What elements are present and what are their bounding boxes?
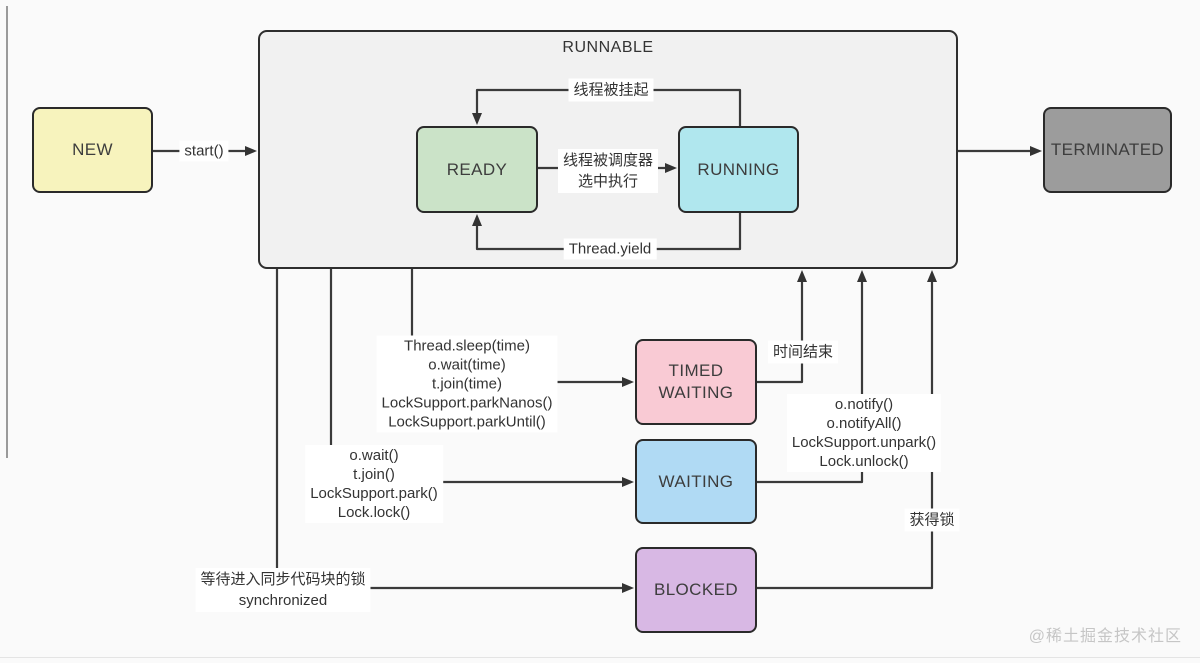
label-waiting-wakeup-methods: o.notify() o.notifyAll() LockSupport.unp…: [786, 394, 942, 472]
label-to-timed-waiting-methods: Thread.sleep(time) o.wait(time) t.join(t…: [376, 335, 558, 433]
label-line: LockSupport.parkUntil(): [388, 413, 546, 431]
state-new: NEW: [32, 107, 153, 193]
label-thread-suspended: 线程被挂起: [568, 78, 654, 102]
state-waiting-label: WAITING: [658, 471, 734, 491]
label-line: synchronized: [238, 592, 328, 609]
label-line: Thread.sleep(time): [404, 337, 530, 355]
state-waiting: WAITING: [635, 439, 757, 524]
label-line: LockSupport.parkNanos(): [381, 394, 553, 412]
label-line: t.join(time): [431, 375, 503, 393]
state-ready-label: READY: [446, 159, 508, 179]
label-line: Lock.lock(): [337, 504, 411, 521]
label-line: 等待进入同步代码块的锁: [200, 571, 366, 588]
label-line: t.join(): [353, 466, 395, 483]
runnable-container-title: RUNNABLE: [562, 39, 654, 56]
label-line: LockSupport.unpark(): [791, 434, 937, 451]
label-line: o.notify(): [834, 396, 894, 413]
label-line: LockSupport.park(): [310, 485, 438, 502]
state-blocked: BLOCKED: [635, 547, 757, 633]
state-blocked-label: BLOCKED: [653, 580, 739, 599]
state-terminated: TERMINATED: [1043, 107, 1172, 193]
label-line: o.notifyAll(): [826, 415, 902, 432]
arrow-timed-waiting-to-runnable: [757, 270, 807, 384]
page-left-border: [6, 6, 8, 458]
arrow-blocked-to-runnable: [757, 270, 937, 590]
state-terminated-label: TERMINATED: [1050, 140, 1165, 159]
label-line: o.wait(time): [428, 356, 506, 374]
label-lock-acquired: 获得锁: [904, 508, 960, 532]
label-to-waiting-methods: o.wait() t.join() LockSupport.park() Loc…: [305, 445, 443, 523]
state-running-label: RUNNING: [697, 159, 780, 179]
label-line: o.wait(): [349, 447, 399, 464]
state-timed-waiting-label-line2: WAITING: [658, 383, 734, 402]
label-line: Lock.unlock(): [819, 453, 909, 470]
label-thread-yield: Thread.yield: [563, 238, 657, 260]
state-new-label: NEW: [72, 140, 113, 159]
label-start: start(): [179, 140, 229, 162]
label-scheduler-selected: 线程被调度器 选中执行: [557, 149, 659, 193]
watermark: @稀土掘金技术社区: [1028, 628, 1182, 645]
page-bottom-divider: [0, 657, 1200, 658]
state-timed-waiting-label-line1: TIMED: [668, 361, 724, 380]
label-scheduler-selected-line1: 线程被调度器: [562, 152, 654, 169]
state-ready: READY: [416, 126, 538, 213]
label-wait-sync-lock: 等待进入同步代码块的锁 synchronized: [195, 568, 371, 612]
state-running: RUNNING: [678, 126, 799, 213]
label-scheduler-selected-line2: 选中执行: [577, 173, 639, 190]
state-timed-waiting: TIMED WAITING: [635, 339, 757, 425]
arrow-waiting-to-runnable: [757, 270, 867, 484]
label-time-over: 时间结束: [767, 340, 839, 364]
